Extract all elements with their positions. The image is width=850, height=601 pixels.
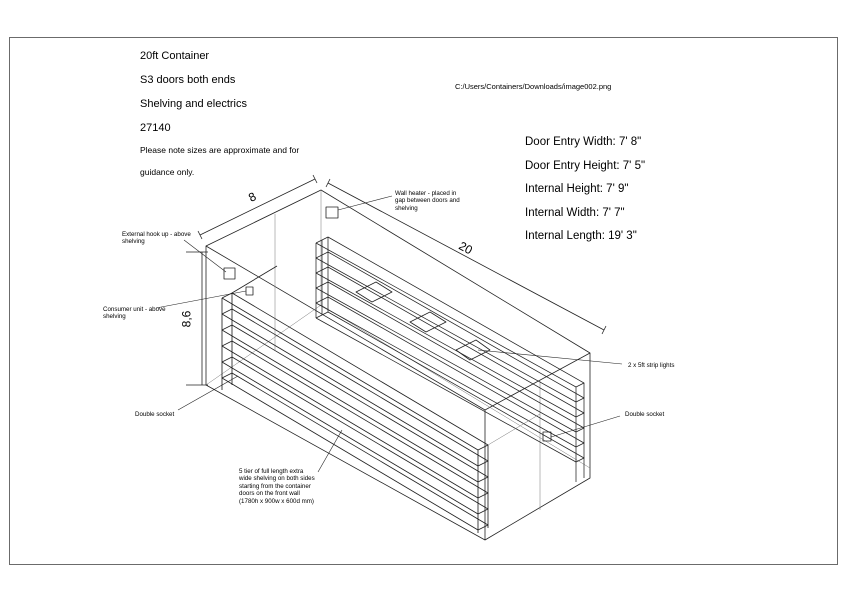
note-line-2: guidance only. [140,167,195,177]
spec-internal-width: Internal Width: 7' 7" [525,207,625,219]
shelving-annotation: 5 tier of full length extra wide shelvin… [239,468,315,505]
spec-internal-length: Internal Length: 19' 3" [525,230,637,242]
external-hookup-annotation: External hook up - above shelving [122,231,191,246]
shelving-back-wall [315,236,585,482]
dimension-height-label: 8,6 [179,310,194,328]
external-hookup-text-1: External hook up - above [122,231,191,238]
wall-heater-text-3: shelving [395,204,418,212]
double-socket-right-annotation: Double socket [625,411,665,418]
dimension-length-line [325,178,607,335]
dimension-height-line [186,251,208,386]
strip-lights-annotation: 2 x 5ft strip lights [628,362,675,369]
reference-number: 27140 [140,122,171,134]
double-socket-left-annotation: Double socket [135,411,175,418]
wall-heater-annotation: Wall heater - placed in gap between door… [395,190,460,212]
shelving-front-wall [221,265,541,533]
strip-light-2-icon [409,311,447,333]
external-hookup-icon [223,267,236,280]
shelving-text-3: starting from the container [239,482,311,490]
strip-light-1-icon [355,281,393,303]
drawing-border [9,37,838,565]
spec-internal-height: Internal Height: 7' 9" [525,183,629,195]
consumer-unit-icon [245,286,254,296]
wall-heater-text-2: gap between doors and [395,197,460,205]
wall-heater-text-1: Wall heater - placed in [395,190,457,197]
spec-door-entry-height: Door Entry Height: 7' 5" [525,160,646,172]
consumer-unit-text-2: shelving [103,313,126,321]
consumer-unit-text-1: Consumer unit - above [103,306,166,313]
title-line-3: Shelving and electrics [140,98,248,110]
wall-heater-icon [325,206,339,219]
double-socket-right-icon [542,431,552,442]
title-line-1: 20ft Container [140,50,210,62]
shelving-text-1: 5 tier of full length extra [239,468,304,475]
spec-door-entry-width: Door Entry Width: 7' 8" [525,136,642,148]
note-line-1: Please note sizes are approximate and fo… [140,145,300,155]
external-hookup-text-2: shelving [122,238,145,246]
shelving-text-2: wide shelving on both sides [239,475,315,483]
shelving-text-4: doors on the front wall [239,490,300,498]
consumer-unit-annotation: Consumer unit - above shelving [103,306,166,321]
file-path: C:/Users/Containers/Downloads/image002.p… [455,82,612,91]
shelving-text-5: (1780h x 900w x 600d mm) [239,497,314,505]
annotation-leaders [155,195,623,473]
dimension-width-line [197,174,318,240]
title-line-2: S3 doors both ends [140,74,236,86]
